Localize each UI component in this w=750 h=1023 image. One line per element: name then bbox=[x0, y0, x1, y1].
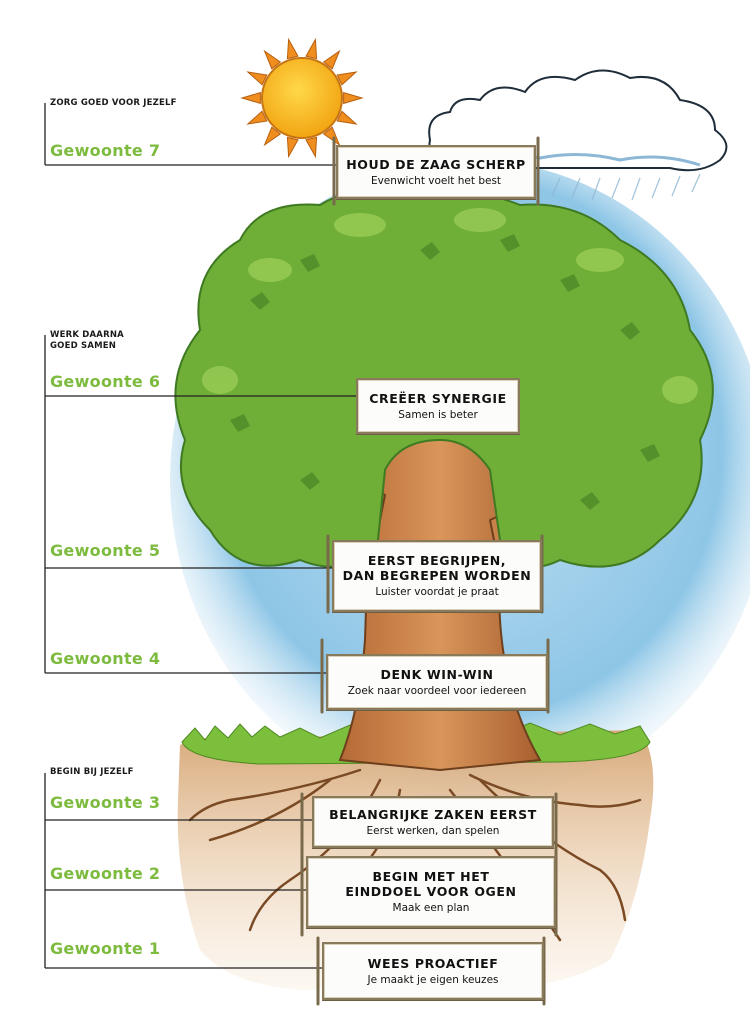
sun-ray bbox=[240, 91, 261, 105]
habit-sign-2-subtitle: Maak een plan bbox=[392, 902, 470, 914]
sun-ray bbox=[305, 136, 318, 159]
sun-ray bbox=[286, 37, 299, 60]
habit-label-2: Gewoonte 2 bbox=[50, 864, 161, 883]
sun-ray bbox=[322, 49, 341, 70]
sun-ray bbox=[336, 110, 358, 125]
habit-sign-1: WEES PROACTIEF Je maakt je eigen keuzes bbox=[322, 942, 544, 1000]
habit-sign-4-subtitle: Zoek naar voordeel voor iedereen bbox=[347, 684, 527, 697]
group-label-self-care: ZORG GOED VOOR JEZELF bbox=[50, 98, 177, 108]
habit-sign-1-subtitle: Je maakt je eigen keuzes bbox=[367, 973, 499, 986]
habit-sign-3-title: BELANGRIJKE ZAKEN EERST bbox=[329, 806, 537, 822]
habit-sign-5-title: EERST BEGRIJPEN, DAN BEGREPEN WORDEN bbox=[342, 553, 532, 583]
habit-sign-7-title: HOUD DE ZAAG SCHERP bbox=[346, 156, 526, 172]
leaf-highlights bbox=[202, 208, 698, 404]
sun-ray bbox=[263, 49, 282, 70]
habit-sign-5-subtitle: Luister voordat je praat bbox=[375, 586, 499, 598]
habit-label-3: Gewoonte 3 bbox=[50, 793, 161, 812]
sun-ray bbox=[336, 71, 358, 86]
habit-sign-4: DENK WIN-WIN Zoek naar voordeel voor ied… bbox=[326, 654, 548, 710]
sun-icon bbox=[240, 37, 364, 159]
habit-sign-2-title: BEGIN MET HET EINDDOEL VOOR OGEN bbox=[345, 869, 517, 899]
habit-label-7: Gewoonte 7 bbox=[50, 141, 161, 160]
sun-ray bbox=[263, 126, 282, 147]
connector-lines bbox=[44, 103, 358, 969]
leaf-shading bbox=[230, 234, 660, 510]
group-label-begin-self: BEGIN BIJ JEZELF bbox=[50, 767, 134, 777]
habit-sign-3-subtitle: Eerst werken, dan spelen bbox=[366, 824, 500, 837]
habit-label-4: Gewoonte 4 bbox=[50, 649, 161, 668]
habit-sign-2: BEGIN MET HET EINDDOEL VOOR OGEN Maak ee… bbox=[306, 856, 556, 928]
habit-label-5: Gewoonte 5 bbox=[50, 541, 161, 560]
habit-sign-4-title: DENK WIN-WIN bbox=[380, 666, 494, 682]
habit-label-1: Gewoonte 1 bbox=[50, 939, 161, 958]
sun-ray bbox=[286, 136, 299, 159]
habit-sign-6: CREËER SYNERGIE Samen is beter bbox=[356, 378, 520, 434]
sun-ray bbox=[343, 91, 364, 105]
habit-sign-1-title: WEES PROACTIEF bbox=[367, 955, 499, 971]
habit-sign-5: EERST BEGRIJPEN, DAN BEGREPEN WORDEN Lui… bbox=[332, 540, 542, 612]
sun-ray bbox=[305, 37, 318, 60]
habit-sign-6-subtitle: Samen is beter bbox=[398, 408, 478, 421]
rain bbox=[551, 173, 701, 201]
habit-sign-3: BELANGRIJKE ZAKEN EERST Eerst werken, da… bbox=[312, 796, 554, 848]
habit-sign-7: HOUD DE ZAAG SCHERP Evenwicht voelt het … bbox=[336, 145, 536, 199]
habit-label-6: Gewoonte 6 bbox=[50, 372, 161, 391]
habit-sign-6-title: CREËER SYNERGIE bbox=[369, 390, 507, 406]
sun-ray bbox=[246, 110, 268, 125]
habit-sign-7-subtitle: Evenwicht voelt het best bbox=[370, 174, 502, 187]
sun-ray bbox=[246, 71, 268, 86]
sign-posts bbox=[300, 136, 558, 1006]
group-label-work-together: WERK DAARNA GOED SAMEN bbox=[50, 330, 124, 351]
